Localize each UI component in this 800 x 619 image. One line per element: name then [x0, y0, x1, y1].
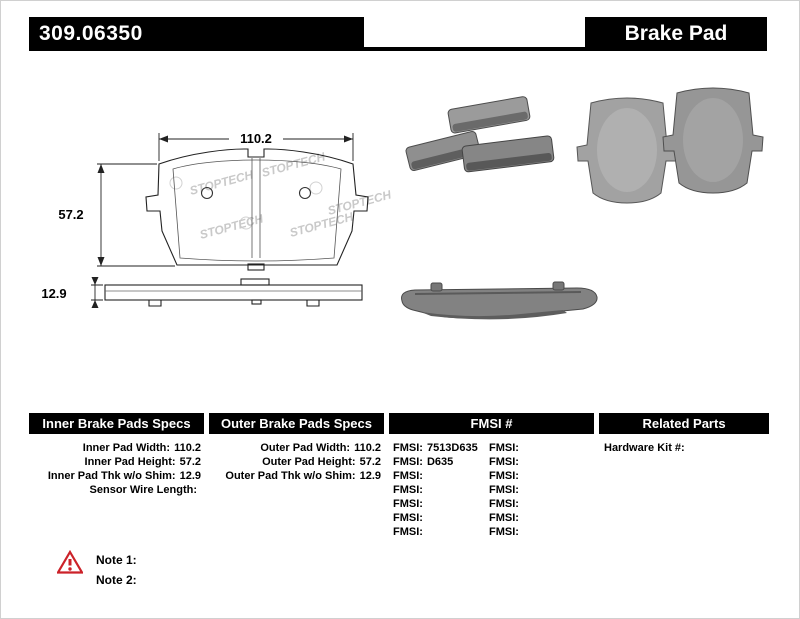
dim-thickness-label: 12.9	[41, 286, 66, 301]
fmsi-row: FMSI:	[489, 526, 519, 538]
fmsi-header: FMSI #	[389, 413, 594, 434]
photo-pad-small-1	[405, 130, 481, 172]
fmsi-row: FMSI:	[393, 470, 423, 482]
note-1: Note 1:	[96, 553, 137, 567]
dimension-width: 110.2	[158, 131, 354, 161]
fmsi-row: FMSI:D635	[393, 456, 454, 468]
dim-width-label: 110.2	[240, 131, 272, 146]
inner-specs-header: Inner Brake Pads Specs	[29, 413, 204, 434]
fmsi-row: FMSI:	[489, 470, 519, 482]
warning-triangle-icon	[57, 550, 83, 574]
header: 309.06350 Brake Pad	[29, 17, 767, 51]
related-parts-column: Related Parts Hardware Kit #:	[599, 413, 769, 539]
pad-side-view	[104, 278, 363, 307]
fmsi-row: FMSI:	[489, 456, 519, 468]
fmsi-column: FMSI # FMSI:7513D635 FMSI:D635 FMSI: FMS…	[389, 413, 594, 539]
spec-row: Inner Pad Thk w/o Shim:12.9	[47, 470, 201, 482]
fmsi-left-column: FMSI:7513D635 FMSI:D635 FMSI: FMSI: FMSI…	[389, 441, 489, 539]
fmsi-row: FMSI:	[393, 526, 423, 538]
photo-pad-small-3	[461, 135, 555, 173]
technical-drawing: STOPTECH STOPTECH STOPTECH STOPTECH STOP…	[1, 53, 799, 409]
fmsi-row: FMSI:	[393, 498, 423, 510]
spec-row: Outer Pad Thk w/o Shim:12.9	[225, 470, 381, 482]
fmsi-row: FMSI:	[489, 498, 519, 510]
dim-height-label: 57.2	[58, 207, 83, 222]
photo-pad-small-2	[447, 96, 531, 134]
diagram-svg: STOPTECH STOPTECH STOPTECH STOPTECH STOP…	[41, 87, 764, 320]
photo-pad-front-right	[662, 87, 764, 194]
spec-row: Outer Pad Width:110.2	[260, 442, 381, 454]
fmsi-row: FMSI:	[393, 512, 423, 524]
outer-specs-column: Outer Brake Pads Specs Outer Pad Width:1…	[209, 413, 384, 539]
header-divider	[362, 17, 587, 51]
dimension-height: 57.2	[58, 163, 175, 267]
related-parts-header: Related Parts	[599, 413, 769, 434]
fmsi-row: FMSI:	[489, 512, 519, 524]
spec-row: Outer Pad Height:57.2	[262, 456, 381, 468]
fmsi-row: FMSI:7513D635	[393, 442, 478, 454]
part-number: 309.06350	[29, 17, 364, 51]
fmsi-row: FMSI:	[489, 484, 519, 496]
outer-specs-header: Outer Brake Pads Specs	[209, 413, 384, 434]
fmsi-row: FMSI:	[489, 442, 519, 454]
inner-specs-column: Inner Brake Pads Specs Inner Pad Width:1…	[29, 413, 204, 539]
specs-section: Inner Brake Pads Specs Inner Pad Width:1…	[29, 413, 769, 539]
photo-pad-front-left	[576, 97, 678, 204]
spec-row: Inner Pad Height:57.2	[84, 456, 201, 468]
note-2: Note 2:	[96, 573, 137, 587]
dimension-thickness: 12.9	[41, 277, 103, 308]
fmsi-row: FMSI:	[393, 484, 423, 496]
spec-row: Inner Pad Width:110.2	[82, 442, 201, 454]
spec-row: Hardware Kit #:	[604, 442, 685, 454]
photo-pad-profile	[401, 281, 598, 320]
pad-front-view	[145, 148, 369, 271]
spec-row: Sensor Wire Length:	[89, 484, 197, 496]
fmsi-right-column: FMSI: FMSI: FMSI: FMSI: FMSI: FMSI: FMSI…	[489, 441, 589, 539]
product-type: Brake Pad	[585, 17, 767, 51]
notes-section: Note 1: Note 2:	[57, 550, 137, 590]
